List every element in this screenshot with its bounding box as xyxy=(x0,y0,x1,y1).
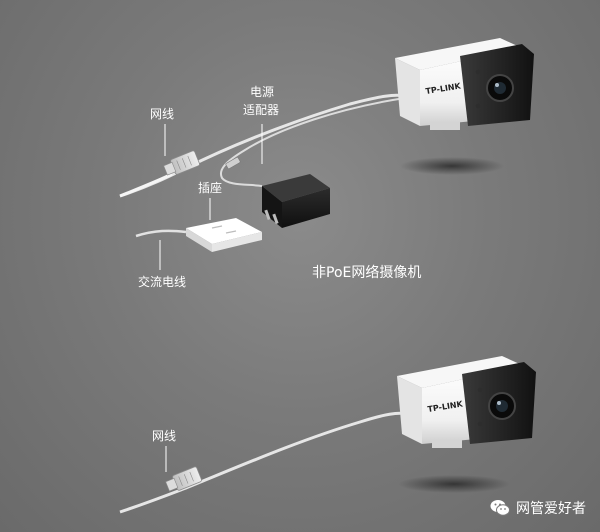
power-adapter xyxy=(262,174,330,228)
bottom-diagram: TP-LINK xyxy=(119,356,536,514)
label-power-adapter-line2: 适配器 xyxy=(243,103,280,117)
dc-plug xyxy=(225,156,241,170)
diagram-caption: 非PoE网络摄像机 xyxy=(312,265,422,281)
watermark-text: 网管爱好者 xyxy=(516,501,586,517)
wechat-icon xyxy=(490,500,510,516)
camera-bottom: TP-LINK xyxy=(397,356,536,448)
camera-shadow xyxy=(400,157,504,175)
label-network-cable: 网线 xyxy=(150,107,175,121)
label-network-cable-bottom: 网线 xyxy=(152,429,177,443)
ac-power-cable xyxy=(135,229,187,238)
rj45-connector xyxy=(163,150,200,176)
camera: TP-LINK xyxy=(395,38,534,130)
label-socket: 插座 xyxy=(198,181,223,195)
label-power-adapter-line1: 电源 xyxy=(250,85,275,99)
wall-socket xyxy=(186,218,262,252)
top-diagram: TP-LINK xyxy=(119,38,534,270)
label-ac-cable: 交流电线 xyxy=(138,275,187,289)
network-cable-bottom xyxy=(119,411,409,514)
camera-shadow-bottom xyxy=(398,475,510,493)
rj45-connector-bottom xyxy=(165,466,202,492)
dc-power-cable xyxy=(220,97,406,187)
watermark: 网管爱好者 xyxy=(490,498,586,518)
